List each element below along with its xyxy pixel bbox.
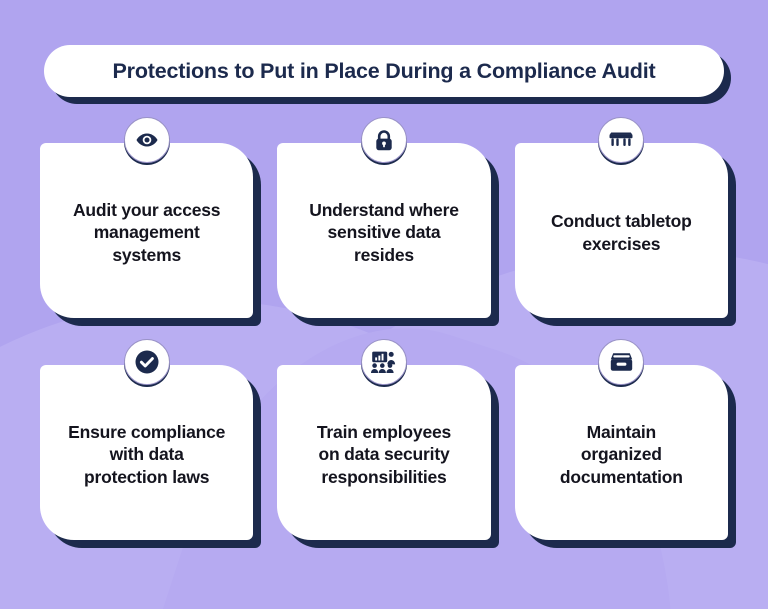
eye-icon	[123, 117, 170, 163]
card-label: Conduct tabletop exercises	[550, 211, 692, 254]
card-surface: Conduct tabletop exercises	[514, 143, 728, 318]
check-circle-icon	[123, 339, 170, 385]
card-audit-access-management[interactable]: Audit your access management systems	[40, 117, 262, 326]
card-tabletop-exercises[interactable]: Conduct tabletop exercises	[514, 117, 736, 326]
card-label: Understand where sensitive data resides	[309, 199, 459, 265]
card-label: Ensure compliance with data protection l…	[68, 421, 226, 487]
file-box-icon	[598, 339, 645, 385]
title-banner: Protections to Put in Place During a Com…	[44, 45, 731, 104]
card-train-employees[interactable]: Train employees on data security respons…	[277, 339, 499, 548]
card-label: Train employees on data security respons…	[316, 421, 452, 487]
card-ensure-compliance-laws[interactable]: Ensure compliance with data protection l…	[40, 339, 262, 548]
card-surface: Audit your access management systems	[40, 143, 254, 318]
card-grid: Audit your access management systems Und…	[40, 117, 736, 548]
training-presentation-icon	[360, 339, 407, 385]
title-banner-surface: Protections to Put in Place During a Com…	[44, 45, 724, 97]
lock-icon	[360, 117, 407, 163]
card-surface: Maintain organized documentation	[514, 365, 728, 540]
card-maintain-documentation[interactable]: Maintain organized documentation	[514, 339, 736, 548]
card-surface: Understand where sensitive data resides	[277, 143, 491, 318]
card-label: Maintain organized documentation	[559, 421, 683, 487]
page-title: Protections to Put in Place During a Com…	[112, 58, 656, 83]
card-surface: Ensure compliance with data protection l…	[40, 365, 254, 540]
table-icon	[598, 117, 645, 163]
card-surface: Train employees on data security respons…	[277, 365, 491, 540]
card-understand-sensitive-data[interactable]: Understand where sensitive data resides	[277, 117, 499, 326]
card-label: Audit your access management systems	[72, 199, 221, 265]
